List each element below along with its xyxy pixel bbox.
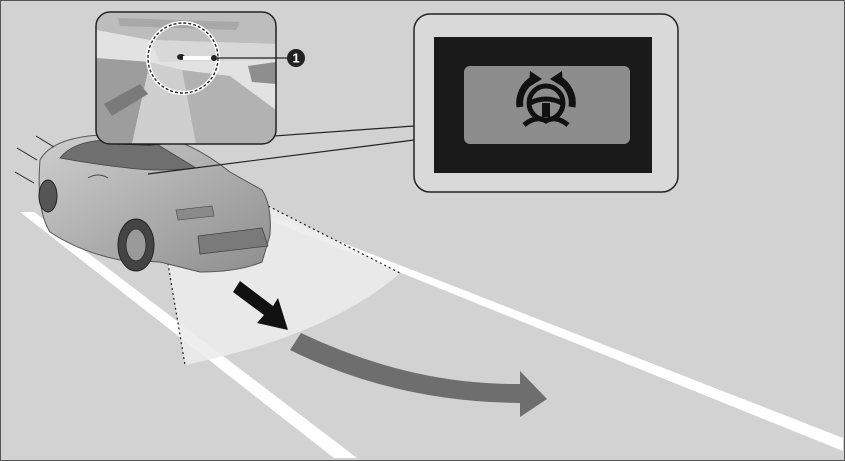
callout-1-dot: [211, 55, 217, 61]
windshield-camera-inset: [96, 12, 276, 144]
callout-1-number: 1: [292, 51, 299, 66]
dashboard-display-callout: [414, 14, 678, 192]
callout-1-badge: 1: [287, 49, 305, 67]
